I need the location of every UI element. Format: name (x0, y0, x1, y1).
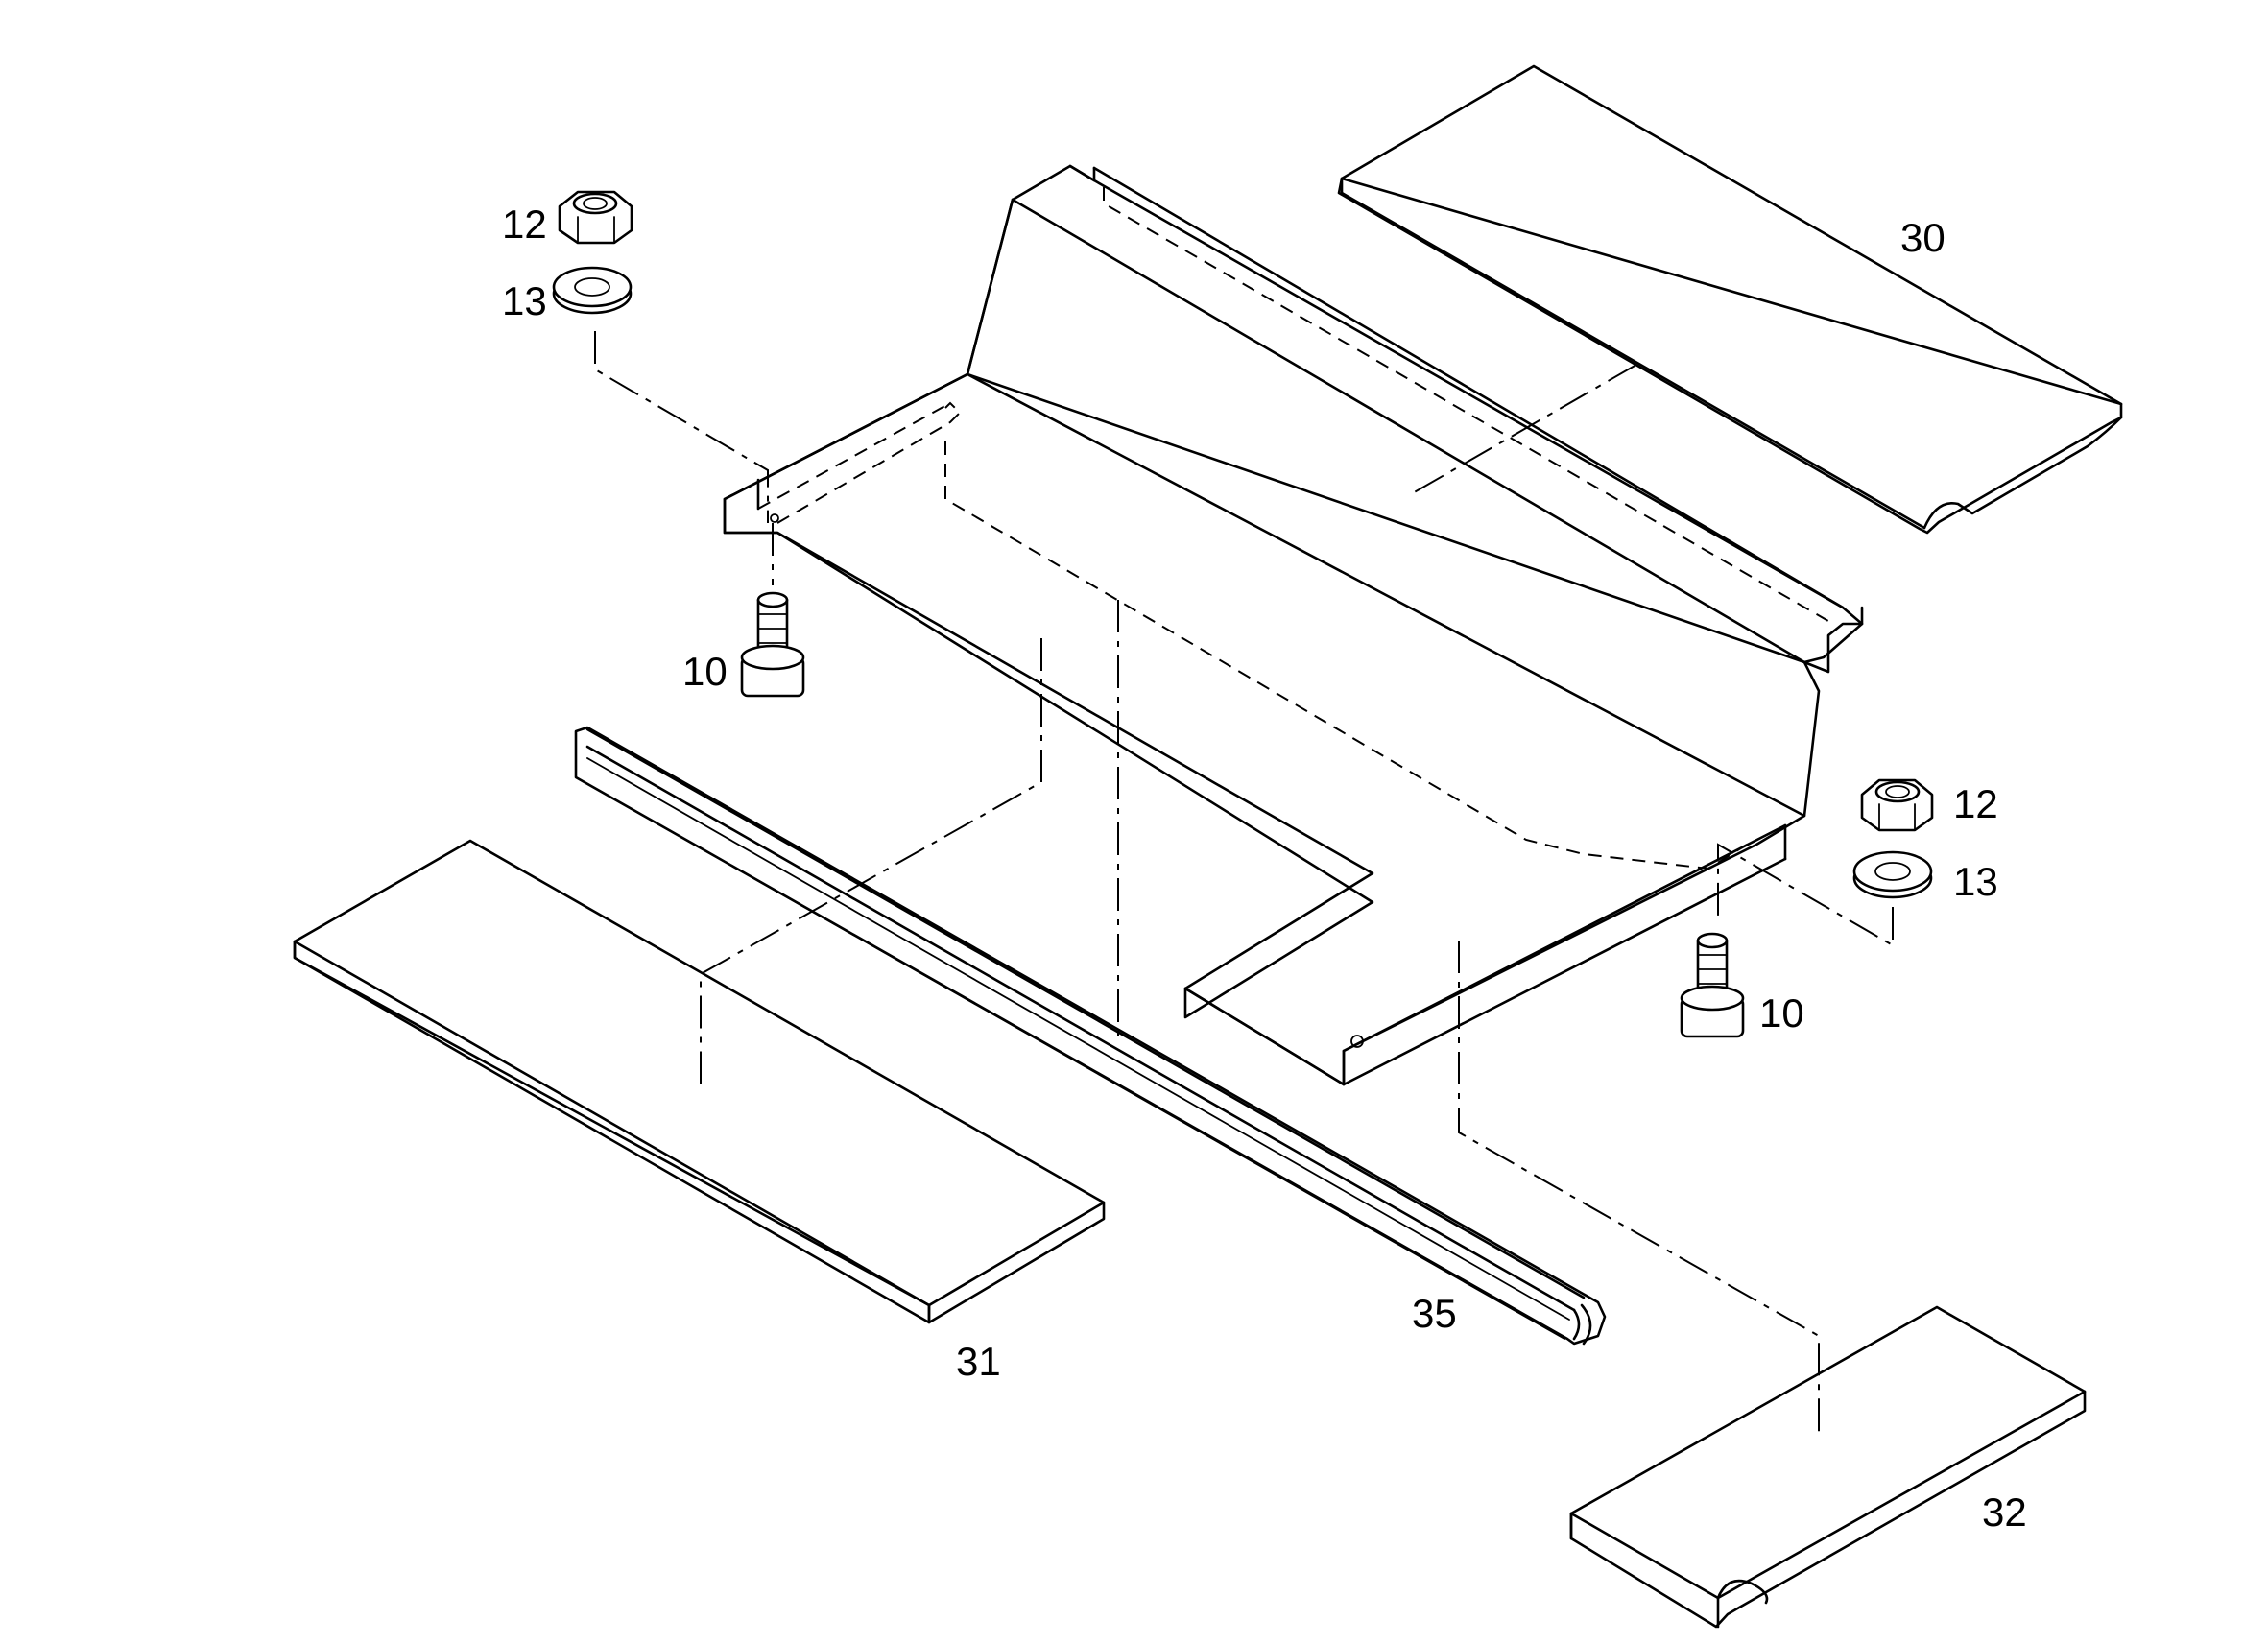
washer-13-left (552, 266, 633, 315)
washer-13-right (1852, 850, 1933, 899)
assembly-lines (594, 331, 1894, 1440)
part-31-plate (293, 839, 1106, 1324)
screw-10-right (1680, 932, 1745, 1038)
callout-32: 32 (1982, 1489, 2027, 1535)
nut-12-right (1860, 778, 1934, 832)
nut-12-left (558, 190, 633, 245)
screw-10-left (740, 591, 805, 698)
callouts: 30 31 32 35 12 13 10 12 13 10 (502, 202, 2027, 1535)
callout-31: 31 (956, 1339, 1001, 1384)
callout-12-right: 12 (1953, 781, 1998, 826)
callout-35: 35 (1412, 1291, 1457, 1336)
callout-13-left: 13 (502, 278, 547, 323)
callout-30: 30 (1900, 215, 1946, 260)
part-35-rail (574, 726, 1607, 1346)
callout-13-right: 13 (1953, 859, 1998, 904)
callout-10-right: 10 (1759, 990, 1804, 1036)
part-30-plate (1337, 64, 2123, 535)
callout-10-left: 10 (682, 649, 728, 694)
main-tray (723, 164, 1864, 1086)
callout-12-left: 12 (502, 202, 547, 247)
part-32-plate (1569, 1305, 2087, 1629)
